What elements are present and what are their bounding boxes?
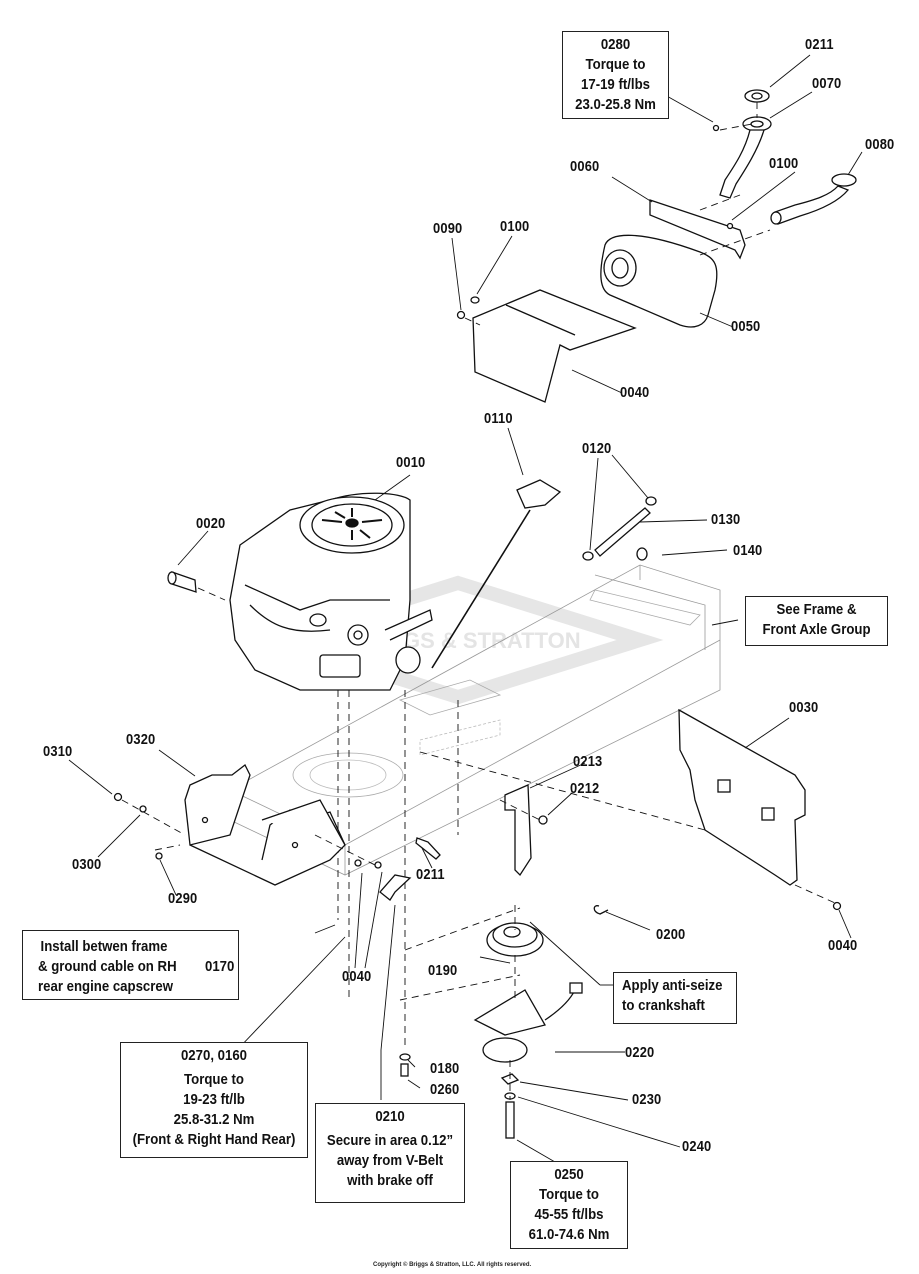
part-label-0030[interactable]: 0030 xyxy=(789,699,819,716)
callout-line: 17-19 ft/lbs xyxy=(581,76,650,93)
part-label-0211[interactable]: 0211 xyxy=(416,866,445,883)
callout-line: 25.8-31.2 Nm xyxy=(173,1111,255,1128)
callout-line: & ground cable on RH xyxy=(38,958,177,975)
part-label-0230[interactable]: 0230 xyxy=(632,1091,662,1108)
callout-0170-install: Install betwen frame & ground cable on R… xyxy=(22,930,239,1000)
engine-alignment-lines xyxy=(197,587,459,1050)
part-label-0040-left[interactable]: 0040 xyxy=(342,968,372,985)
part-label-0060[interactable]: 0050 xyxy=(731,318,761,335)
part-label-0050[interactable]: 0040 xyxy=(620,384,650,401)
part-label-0200[interactable]: 0200 xyxy=(656,926,686,943)
callout-line: 45-55 ft/lbs xyxy=(534,1206,604,1223)
bracket-alignment-lines xyxy=(121,799,376,866)
part-label-0270[interactable]: 0260 xyxy=(430,1081,460,1098)
heat-shield-bracket-illustration xyxy=(504,784,548,877)
part-label-0220[interactable]: 0220 xyxy=(625,1044,655,1061)
part-label-0213[interactable]: 0213 xyxy=(573,753,603,770)
part-label-0290[interactable]: 0290 xyxy=(168,890,198,907)
part-label-0080[interactable]: 0070 xyxy=(812,75,842,92)
part-label-0320[interactable]: 0320 xyxy=(126,731,156,748)
part-label-0040-right[interactable]: 0040 xyxy=(828,937,858,954)
callout-0270-0160-torque: 0270, 0160 Torque to 19-23 ft/lb 25.8-31… xyxy=(120,1042,308,1158)
throttle-cable-illustration xyxy=(431,479,657,669)
part-label-0100-lower[interactable]: 0090 xyxy=(433,220,463,237)
panel-alignment-lines xyxy=(419,751,836,904)
callout-line: Torque to xyxy=(585,56,646,73)
callout-0210-secure: 0210 Secure in area 0.12” away from V-Be… xyxy=(315,1103,465,1203)
callout-line: Secure in area 0.12” xyxy=(326,1132,454,1149)
copyright-notice: Copyright © Briggs & Stratton, LLC. All … xyxy=(373,1262,532,1268)
callout-line: rear engine capscrew xyxy=(38,978,174,995)
callout-line: to crankshaft xyxy=(622,997,705,1014)
part-label-0100-upper[interactable]: 0100 xyxy=(769,155,799,172)
callout-line: 23.0-25.8 Nm xyxy=(575,96,656,113)
part-label-0180[interactable]: 0180 xyxy=(430,1060,460,1077)
part-label-0260[interactable]: 0211 xyxy=(805,36,834,53)
part-label-0140[interactable]: 0130 xyxy=(711,511,741,528)
part-label-0130[interactable]: 0120 xyxy=(582,440,612,457)
part-label-0240[interactable]: 0240 xyxy=(682,1138,712,1155)
callout-0280-torque: 0280 Torque to 17-19 ft/lbs 23.0-25.8 Nm xyxy=(562,31,669,119)
part-label-0090[interactable]: 0080 xyxy=(865,136,895,153)
rear-bracket-illustration xyxy=(113,764,441,901)
callout-line: 0280 xyxy=(600,36,631,53)
callout-line: 0270, 0160 xyxy=(180,1047,248,1064)
callout-line: 61.0-74.6 Nm xyxy=(528,1226,610,1243)
callout-line: Torque to xyxy=(539,1186,599,1203)
callout-line: (Front & Right Hand Rear) xyxy=(132,1131,296,1148)
exhaust-alignment-lines xyxy=(464,102,771,326)
clutch-illustration xyxy=(399,905,609,1139)
callout-line: Torque to xyxy=(184,1071,244,1088)
callout-0170-part[interactable]: 0170 xyxy=(205,958,235,975)
callout-see-frame[interactable]: See Frame & Front Axle Group xyxy=(745,596,888,646)
part-label-0110[interactable]: 0100 xyxy=(500,218,530,235)
engine-illustration xyxy=(167,492,433,691)
callout-line: 0250 xyxy=(554,1166,584,1183)
callout-0250-torque: 0250 Torque to 45-55 ft/lbs 61.0-74.6 Nm xyxy=(510,1161,628,1249)
callout-line: 0210 xyxy=(375,1108,405,1125)
part-label-0212[interactable]: 0212 xyxy=(570,780,600,797)
clutch-alignment-lines xyxy=(399,905,521,1100)
callout-line: Front Axle Group xyxy=(762,621,871,638)
part-label-0150[interactable]: 0140 xyxy=(733,542,763,559)
part-label-0310[interactable]: 0310 xyxy=(43,743,73,760)
part-label-0010[interactable]: 0010 xyxy=(396,454,426,471)
callout-line: See Frame & xyxy=(776,601,857,618)
callout-line: away from V-Belt xyxy=(336,1152,444,1169)
callout-0170-text: Install betwen frame & ground cable on R… xyxy=(29,937,179,997)
callout-antiseize: Apply anti-seize to crankshaft xyxy=(613,972,737,1024)
part-label-0190[interactable]: 0190 xyxy=(428,962,458,979)
callout-line: Apply anti-seize xyxy=(622,977,723,994)
leader-lines xyxy=(68,54,863,1163)
part-label-0020[interactable]: 0020 xyxy=(196,515,226,532)
part-label-0300[interactable]: 0300 xyxy=(72,856,102,873)
exhaust-group xyxy=(456,89,857,403)
part-label-0070[interactable]: 0060 xyxy=(570,158,600,175)
part-label-0120[interactable]: 0110 xyxy=(484,410,513,427)
heat-shield-panel-illustration xyxy=(678,708,842,911)
callout-line: with brake off xyxy=(347,1172,433,1189)
callout-line: Install betwen frame xyxy=(40,938,168,955)
callout-line: 19-23 ft/lb xyxy=(183,1091,245,1108)
